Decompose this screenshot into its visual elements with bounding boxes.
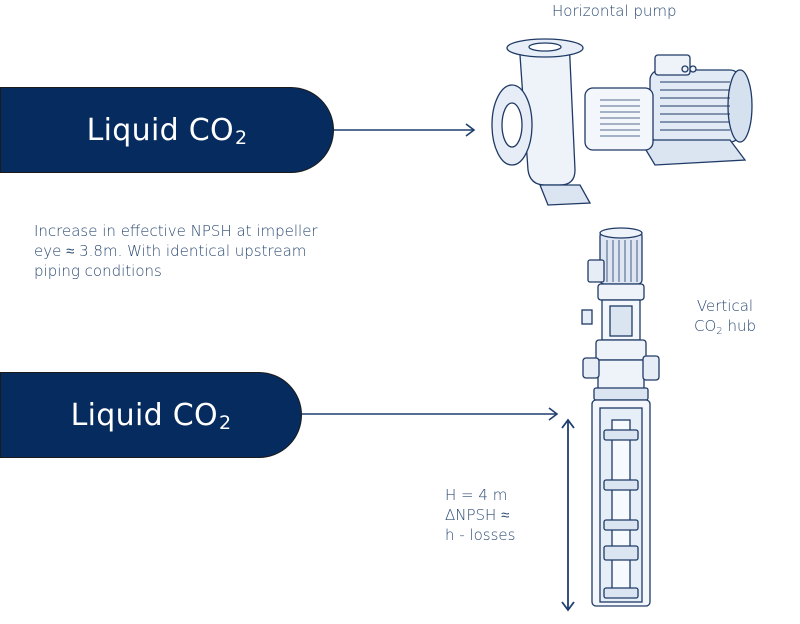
vertical-hub-label: Vertical CO2 hub <box>685 296 765 339</box>
vertical-pump-icon <box>581 227 660 607</box>
arrow-to-horizontal-pump <box>334 123 476 137</box>
note-line: eye ≈ 3.8m. With identical upstream <box>34 242 307 260</box>
vh-line1: Vertical <box>696 297 754 315</box>
h-line: H = 4 m <box>445 486 508 504</box>
vh-suffix: hub <box>722 317 756 335</box>
pill-label: Liquid CO <box>70 397 218 433</box>
pill-subscript: 2 <box>218 412 232 434</box>
h-line: ∆NPSH ≈ <box>445 506 510 524</box>
horizontal-pump-icon <box>491 38 753 206</box>
height-double-arrow <box>561 418 575 612</box>
note-line: Increase in effective NPSH at impeller <box>34 222 318 240</box>
vh-sub: 2 <box>716 326 723 337</box>
arrow-to-vertical-hub <box>302 407 559 421</box>
pill-label: Liquid CO <box>86 112 234 148</box>
height-annotation: H = 4 m ∆NPSH ≈ h - losses <box>445 485 515 545</box>
npsh-note: Increase in effective NPSH at impeller e… <box>34 221 374 281</box>
pill-subscript: 2 <box>234 127 248 149</box>
horizontal-pump-label: Horizontal pump <box>552 2 677 20</box>
note-line: piping conditions <box>34 262 162 280</box>
h-line: h - losses <box>445 526 516 544</box>
vh-prefix: CO <box>694 317 717 335</box>
